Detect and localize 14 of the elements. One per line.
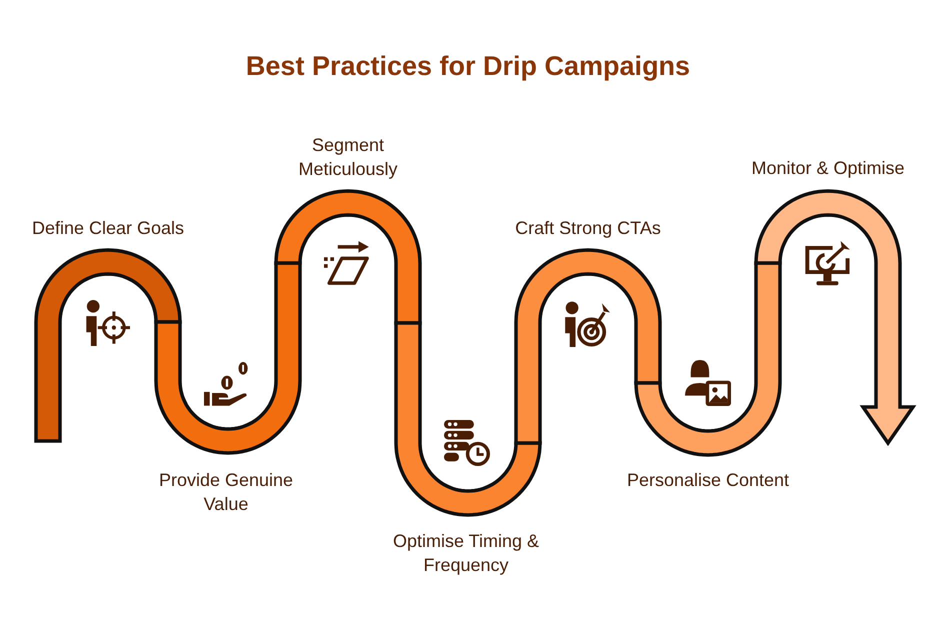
diagram-title: Best Practices for Drip Campaigns — [246, 50, 690, 83]
step-label: Optimise Timing & Frequency — [392, 530, 540, 577]
step-label: Provide Genuine Value — [158, 469, 294, 516]
curved-band — [514, 248, 662, 445]
step-label: Craft Strong CTAs — [514, 217, 662, 240]
step-label: Personalise Content — [626, 469, 790, 492]
step-label: Segment Meticulously — [297, 134, 399, 181]
step-label: Monitor & Optimise — [750, 157, 906, 180]
curved-band — [34, 248, 182, 443]
curved-band — [154, 261, 302, 455]
curved-arrow — [754, 189, 916, 446]
curved-band — [634, 261, 782, 457]
curved-band — [394, 321, 542, 517]
step-label: Define Clear Goals — [30, 217, 186, 240]
